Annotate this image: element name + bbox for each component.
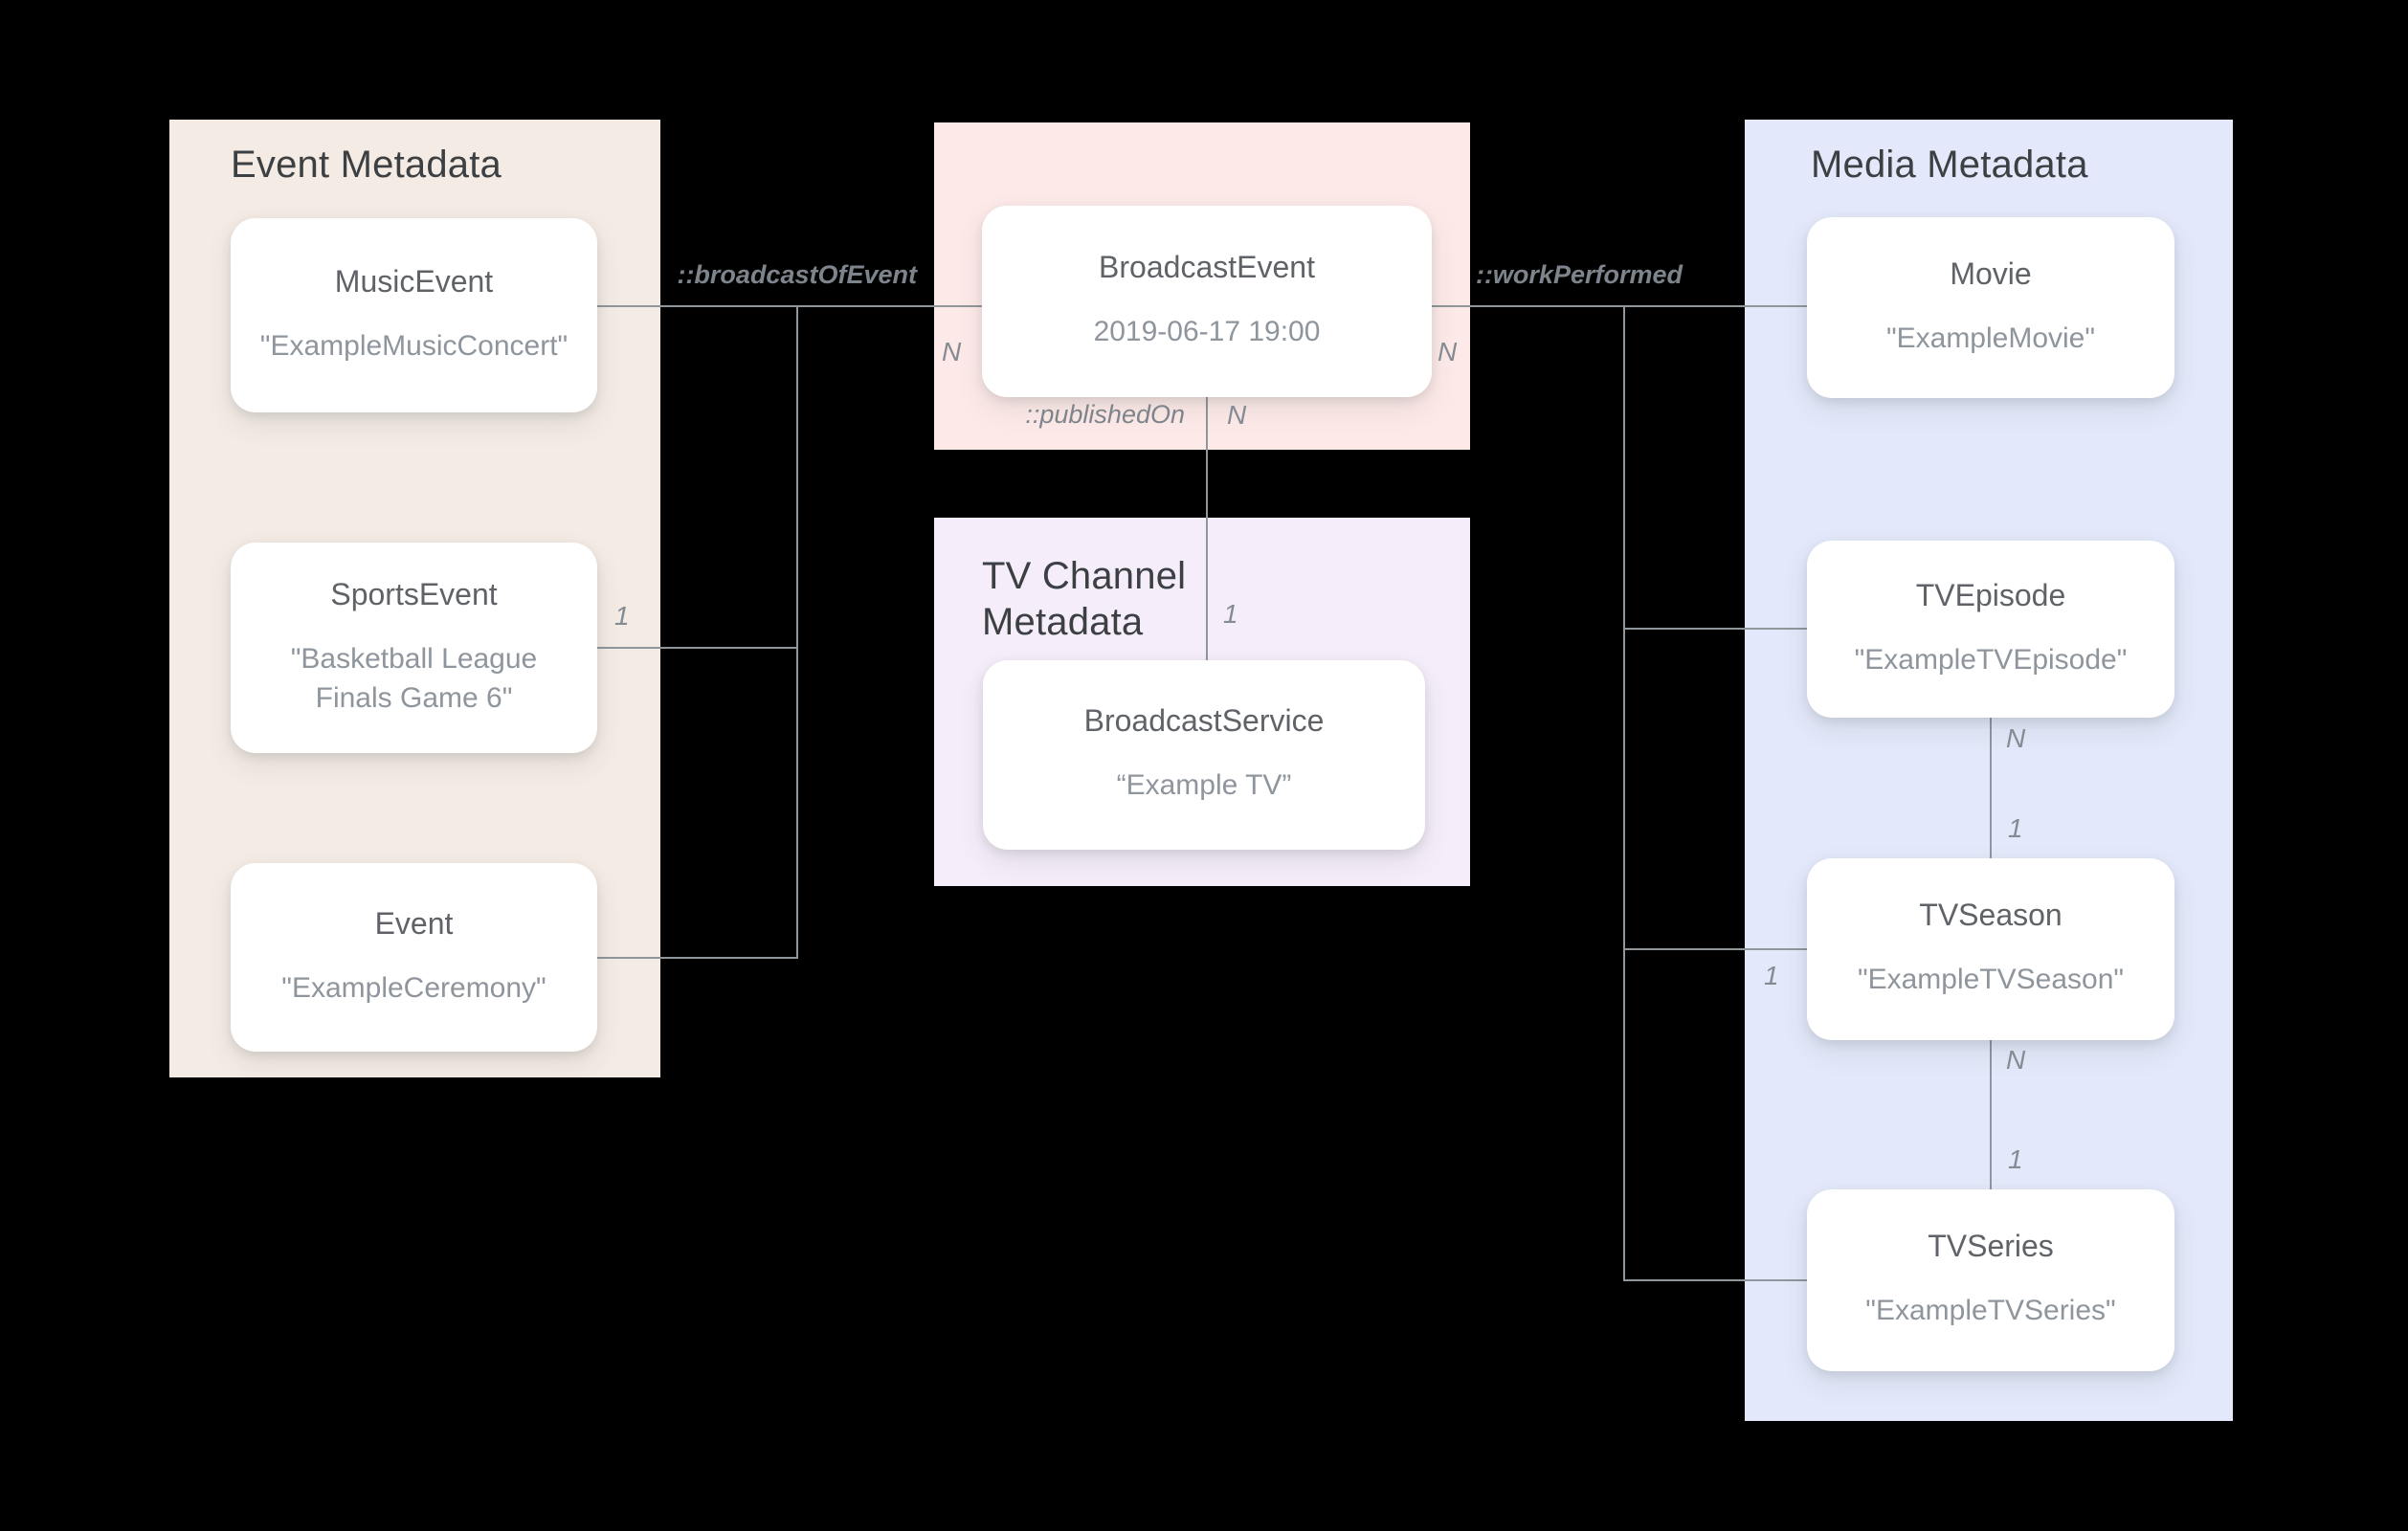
node-movie-value: "ExampleMovie" xyxy=(1885,322,2096,354)
node-tvepisode: TVEpisode "ExampleTVEpisode" xyxy=(1807,541,2174,718)
edge-event-branch xyxy=(597,957,798,959)
node-sportsevent-value: "Basketball League Finals Game 6" xyxy=(290,643,538,714)
edge-broadcastevent-movie xyxy=(1432,305,1807,307)
node-broadcastservice: BroadcastService “Example TV” xyxy=(983,660,1425,850)
cardinality-sportsevent-1: 1 xyxy=(614,601,630,631)
node-movie: Movie "ExampleMovie" xyxy=(1807,217,2174,398)
cardinality-broadcastservice-1: 1 xyxy=(1223,599,1238,629)
node-broadcastevent: BroadcastEvent 2019-06-17 19:00 xyxy=(982,206,1432,397)
edge-tvseason-tvseries xyxy=(1990,1040,1992,1189)
node-tvseries-name: TVSeries xyxy=(1928,1229,2054,1264)
node-event: Event "ExampleCeremony" xyxy=(231,863,597,1052)
node-event-value: "ExampleCeremony" xyxy=(281,971,546,1004)
cardinality-tvseason-top-1: 1 xyxy=(2008,813,2023,843)
event-metadata-title: Event Metadata xyxy=(231,144,502,186)
cardinality-tvepisode-n: N xyxy=(2006,723,2026,753)
cardinality-tvseries-1: 1 xyxy=(2008,1144,2023,1174)
cardinality-tvseason-branch-1: 1 xyxy=(1764,961,1779,990)
cardinality-workperformed-n: N xyxy=(1438,337,1458,366)
edge-tvepisode-branch xyxy=(1623,628,1807,630)
node-sportsevent-name: SportsEvent xyxy=(330,576,498,611)
edge-broadcastevent-broadcastservice xyxy=(1206,397,1208,660)
node-tvepisode-value: "ExampleTVEpisode" xyxy=(1854,643,2128,676)
node-sportsevent: SportsEvent "Basketball League Finals Ga… xyxy=(231,543,597,753)
node-tvseason-value: "ExampleTVSeason" xyxy=(1857,964,2125,996)
node-musicevent-value: "ExampleMusicConcert" xyxy=(259,329,569,362)
edge-tvseries-branch xyxy=(1623,1279,1807,1281)
node-broadcastservice-value: “Example TV” xyxy=(1116,769,1292,802)
cardinality-publishedon-n: N xyxy=(1227,400,1247,430)
node-event-name: Event xyxy=(374,905,454,941)
media-metadata-title: Media Metadata xyxy=(1811,144,2088,186)
node-tvseries-value: "ExampleTVSeries" xyxy=(1865,1295,2116,1327)
edge-left-trunk xyxy=(796,305,798,958)
node-tvseries: TVSeries "ExampleTVSeries" xyxy=(1807,1189,2174,1371)
cardinality-broadcastofevent-n: N xyxy=(942,337,962,366)
edge-sportsevent-branch xyxy=(597,647,798,649)
node-broadcastevent-value: 2019-06-17 19:00 xyxy=(1093,316,1321,348)
edge-musicevent-broadcastevent xyxy=(597,305,982,307)
node-tvseason: TVSeason "ExampleTVSeason" xyxy=(1807,858,2174,1040)
label-publishedon: ::publishedOn xyxy=(1025,400,1185,429)
edge-right-trunk xyxy=(1623,305,1625,1281)
edge-tvepisode-tvseason xyxy=(1990,718,1992,858)
node-musicevent: MusicEvent "ExampleMusicConcert" xyxy=(231,218,597,412)
cardinality-tvseason-bottom-n: N xyxy=(2006,1045,2026,1075)
edge-tvseason-branch xyxy=(1623,948,1807,950)
node-musicevent-name: MusicEvent xyxy=(334,263,494,299)
label-workperformed: ::workPerformed xyxy=(1475,260,1683,289)
node-broadcastservice-name: BroadcastService xyxy=(1083,703,1325,739)
node-tvseason-name: TVSeason xyxy=(1919,898,2062,933)
label-broadcastofevent: ::broadcastOfEvent xyxy=(677,260,917,289)
tv-channel-metadata-title: TV Channel Metadata xyxy=(982,555,1187,643)
node-broadcastevent-name: BroadcastEvent xyxy=(1099,250,1315,285)
node-tvepisode-name: TVEpisode xyxy=(1915,577,2066,612)
node-movie-name: Movie xyxy=(1950,255,2032,291)
